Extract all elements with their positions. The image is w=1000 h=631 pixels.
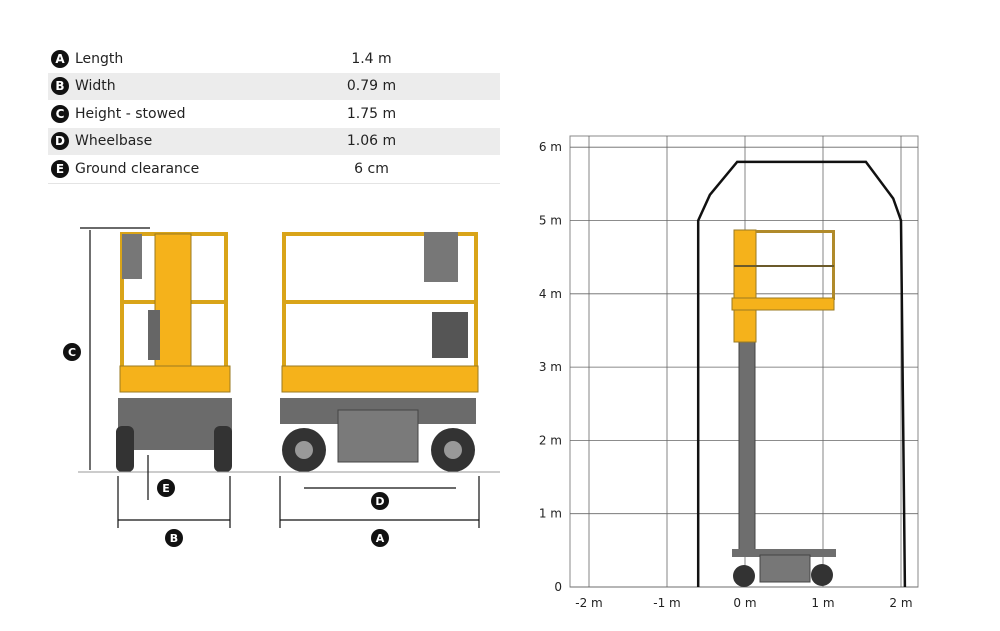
marker-badge: A	[51, 49, 69, 68]
spec-label: Length	[75, 50, 124, 67]
x-tick-label: 1 m	[811, 596, 834, 610]
marker-badge: B	[51, 77, 69, 96]
spec-row: E Ground clearance 6 cm	[48, 155, 500, 184]
dimension-lines	[80, 227, 480, 528]
spec-label: Ground clearance	[75, 160, 200, 177]
y-tick-label: 3 m	[539, 360, 562, 374]
marker-b: B	[170, 532, 178, 545]
marker-a: A	[376, 532, 385, 545]
envelope-chart: -2 m -1 m 0 m 1 m 2 m 0 1 m 2 m 3 m 4 m 5 m 6 m	[539, 135, 919, 610]
y-tick-label: 5 m	[539, 214, 562, 228]
spec-value: 6 cm	[354, 160, 389, 177]
marker-badge: E	[51, 159, 69, 178]
spec-row: A Length 1.4 m	[48, 45, 500, 73]
spec-label: Wheelbase	[75, 133, 153, 150]
x-tick-label: 2 m	[889, 596, 912, 610]
x-tick-label: -1 m	[653, 596, 680, 610]
spec-value: 1.75 m	[346, 105, 397, 122]
y-tick-label: 6 m	[539, 140, 562, 154]
front-view-drawing	[116, 232, 232, 472]
raised-machine-drawing	[731, 229, 836, 587]
y-tick-label: 0	[554, 580, 562, 594]
envelope-outline	[696, 160, 907, 588]
y-tick-label: 1 m	[539, 507, 562, 521]
spec-table: A Length 1.4 m B Width 0.79 m C Height - stowed…	[48, 45, 500, 184]
y-tick-label: 4 m	[539, 287, 562, 301]
spec-label: Height - stowed	[75, 105, 186, 122]
spec-value: 1.06 m	[346, 133, 397, 150]
x-tick-label: 0 m	[733, 596, 756, 610]
marker-c: C	[68, 346, 76, 359]
y-tick-label: 2 m	[539, 433, 562, 447]
side-view-drawing	[280, 232, 479, 472]
spec-label: Width	[75, 78, 116, 95]
marker-badge: D	[51, 132, 69, 151]
spec-row: C Height - stowed 1.75 m	[48, 100, 500, 128]
spec-row: D Wheelbase 1.06 m	[48, 127, 500, 155]
spec-value: 1.4 m	[351, 50, 392, 67]
marker-badge: C	[51, 104, 69, 123]
spec-row: B Width 0.79 m	[48, 72, 500, 100]
marker-d: D	[375, 495, 384, 508]
x-tick-label: -2 m	[575, 596, 602, 610]
spec-value: 0.79 m	[346, 78, 397, 95]
marker-e: E	[162, 482, 170, 495]
